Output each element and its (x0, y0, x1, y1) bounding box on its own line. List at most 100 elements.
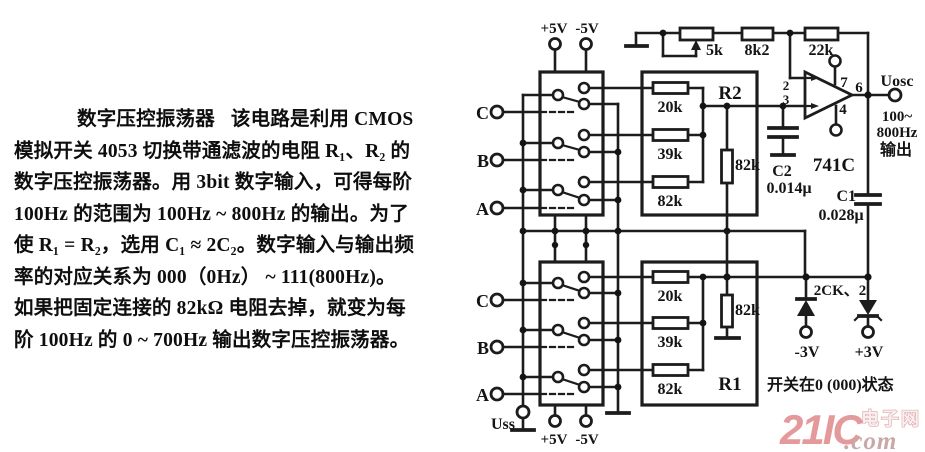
plus5v-terminal-top (548, 37, 562, 51)
capacitor-c2: C2 0.014μ (766, 126, 812, 197)
digital-inputs-bottom: C B A (476, 291, 505, 405)
plus5v-label-top: +5V (541, 21, 568, 37)
neg3v-terminal (799, 325, 813, 339)
resistor-82k-shunt (720, 148, 734, 185)
pin2-label: 2 (783, 78, 790, 93)
watermark-suffix: .com (844, 428, 897, 452)
description-line: 模拟开关 4053 切换带通滤波的电阻 R₁、R₂ 的 (14, 140, 411, 162)
pin7-label: 7 (840, 75, 848, 91)
resistor-label: 82k (658, 381, 683, 398)
minus5v-terminal-top (579, 37, 593, 51)
resistor-label: 82k (735, 302, 760, 319)
pos3v-terminal (861, 325, 875, 339)
resistor-82k-shunt (720, 293, 734, 329)
input-b-label-bottom: B (477, 338, 489, 358)
junction-dots (519, 29, 872, 391)
input-arrow (811, 103, 819, 109)
input-c-terminal-bottom (489, 292, 505, 308)
resistor-label: 39k (658, 334, 683, 351)
resistor-20k (651, 81, 690, 95)
potentiometer-5k: 5k (678, 26, 723, 59)
resistor-label: 82k (735, 157, 760, 174)
input-b-terminal-bottom (489, 339, 505, 355)
uosc-label: Uosc (881, 73, 914, 90)
resistor-8k2: 8k2 (740, 26, 775, 59)
watermark-brand: 21IC (779, 406, 863, 452)
description-line: 阶 100Hz 的 0 ~ 700Hz 输出数字压控振荡器。 (14, 329, 410, 351)
diode-neg3v: -3V (795, 297, 820, 361)
block-label-r2: R2 (718, 83, 741, 104)
description-line: 数字压控振荡器。用 3bit 数字输入，可得每阶 (14, 172, 413, 193)
output-terminal-group: Uosc 100~ 800Hz 输出 (877, 73, 918, 159)
resistor-39k (651, 128, 690, 142)
input-a-label-bottom: A (476, 385, 489, 405)
minus5v-terminal-bottom (579, 414, 593, 428)
pos3v-label: +3V (855, 344, 884, 361)
description-line: 使 R₁ = R₂，选用 C₁ ≈ 2C₂。数字输入与输出频 (14, 235, 415, 256)
description-line-text: 该电路是利用 CMOS (230, 109, 414, 130)
opamp-part-label: 741C (813, 155, 855, 176)
opamp-741c: 2 3 7 4 6 741C (783, 54, 863, 176)
wiper-arrow (691, 40, 701, 50)
resistor-22k: 22k (803, 26, 840, 59)
input-b-label-top: B (477, 151, 489, 171)
switch (539, 81, 591, 114)
input-b-terminal-top (489, 152, 505, 168)
description-text: 数字压控振荡器该电路是利用 CMOS 模拟开关 4053 切换带通滤波的电阻 R… (14, 104, 460, 356)
description-line: 如果把固定连接的 82kΩ 电阻去掉，就变为每 (14, 298, 406, 319)
c2-label: C2 (772, 163, 792, 180)
uss-label: Uss (491, 416, 515, 433)
description-line: 数字压控振荡器该电路是利用 CMOS (14, 104, 460, 136)
c1-value: 0.028μ (818, 207, 863, 224)
resistor-label: 20k (658, 99, 683, 116)
switch (539, 128, 591, 162)
resistor-20k (651, 270, 690, 284)
switch (539, 175, 591, 210)
digital-inputs-top: C B A (476, 103, 505, 219)
pin3-label: 3 (783, 92, 790, 107)
plus5v-label-bottom: +5V (541, 432, 568, 448)
switch (539, 363, 591, 396)
supply-terminals-bottom: +5V -5V (541, 414, 599, 448)
r2-network: 20k 39k 82k 82k R2 (640, 70, 760, 217)
resistor-39k (651, 316, 690, 330)
input-c-terminal-top (489, 104, 505, 120)
input-c-label-bottom: C (476, 291, 489, 311)
pin7-terminal (828, 54, 842, 68)
neg3v-label: -3V (795, 344, 820, 361)
r1-network: 20k 39k 82k 82k R1 (640, 260, 760, 407)
pin4-terminal (829, 123, 843, 137)
watermark-site-name: 电子网 (861, 408, 921, 429)
plus5v-terminal-bottom (548, 414, 562, 428)
c1-label: C1 (836, 188, 856, 205)
input-a-terminal-bottom (489, 386, 505, 402)
watermark: 21IC 电子网 .com (779, 406, 921, 452)
resistor-82k (651, 175, 690, 189)
c2-value: 0.014μ (766, 180, 811, 197)
switch (539, 316, 591, 349)
uosc-terminal (887, 87, 903, 103)
minus5v-label-top: -5V (575, 21, 598, 37)
switch (539, 270, 591, 302)
input-c-label-top: C (476, 103, 489, 123)
pot-label: 5k (706, 42, 723, 59)
minus5v-label-bottom: -5V (575, 432, 598, 448)
input-a-label-top: A (476, 199, 489, 219)
pin4-label: 4 (839, 102, 847, 118)
uss-terminal-group: Uss (491, 404, 531, 433)
uss-terminal (515, 404, 531, 420)
analog-switch-box-top (538, 70, 605, 217)
diode-type-label: 2CK、2 (814, 283, 867, 299)
freq-range-line2: 800Hz (877, 125, 918, 141)
input-arrow (811, 75, 819, 81)
output-cn-label: 输出 (880, 140, 912, 159)
resistor-label: 20k (658, 288, 683, 305)
description-line: 100Hz 的范围为 100Hz ~ 800Hz 的输出。为了 (14, 203, 409, 225)
capacitor-c1: C1 0.028μ (818, 188, 882, 224)
switch-state-note: 开关在0 (000)状态 (767, 375, 894, 394)
resistor-82k (651, 363, 690, 377)
pin6-label: 6 (855, 80, 863, 96)
input-a-terminal-top (489, 200, 505, 216)
